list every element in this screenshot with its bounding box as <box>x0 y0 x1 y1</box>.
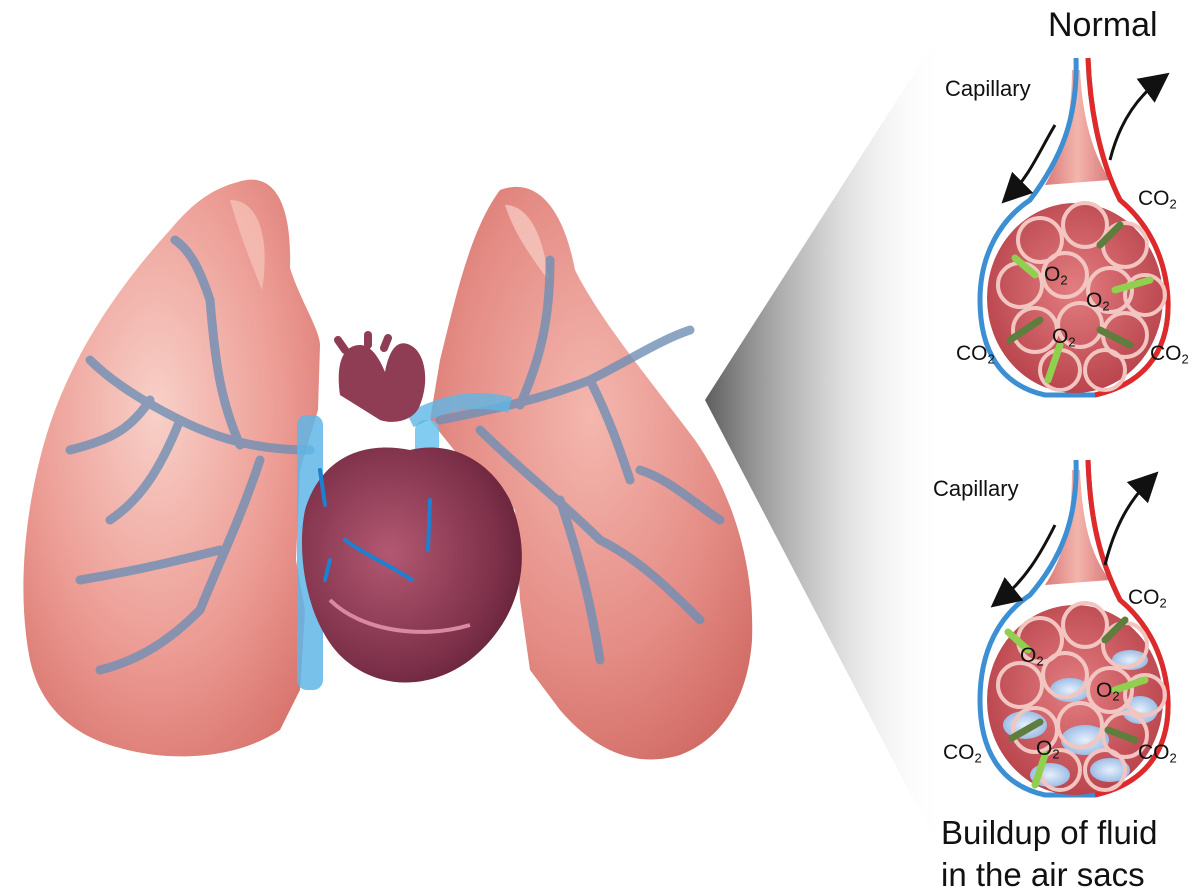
label-co2: CO2 <box>1138 188 1177 211</box>
label-co2-main: CO <box>1138 187 1170 210</box>
label-co2: CO2 <box>956 343 995 366</box>
label-co2-sub: 2 <box>988 352 995 367</box>
label-co2-main: CO <box>956 342 988 365</box>
label-o2-main: O <box>1036 737 1052 760</box>
label-co2-main: CO <box>1150 342 1182 365</box>
label-o2-main: O <box>1086 289 1102 312</box>
label-co2-sub: 2 <box>1160 596 1167 611</box>
label-co2-sub: 2 <box>1182 352 1189 367</box>
label-o2-main: O <box>1096 679 1112 702</box>
label-co2-main: CO <box>1128 586 1160 609</box>
label-o2-main: O <box>1020 644 1036 667</box>
label-co2-sub: 2 <box>975 751 982 766</box>
label-o2-sub: 2 <box>1102 299 1109 314</box>
label-o2-sub: 2 <box>1060 273 1067 288</box>
label-o2-sub: 2 <box>1068 335 1075 350</box>
label-o2-sub: 2 <box>1036 654 1043 669</box>
label-o2: O2 <box>1044 264 1068 287</box>
label-o2: O2 <box>1096 680 1120 703</box>
label-o2: O2 <box>1020 645 1044 668</box>
caption-fluid-buildup: Buildup of fluid in the air sacs <box>941 812 1157 896</box>
label-co2-sub: 2 <box>1170 197 1177 212</box>
label-co2: CO2 <box>1128 587 1167 610</box>
label-o2-sub: 2 <box>1112 689 1119 704</box>
label-o2: O2 <box>1052 326 1076 349</box>
caption-line-1: Buildup of fluid <box>941 812 1157 854</box>
label-co2: CO2 <box>943 742 982 765</box>
label-co2: CO2 <box>1138 742 1177 765</box>
label-co2-main: CO <box>943 741 975 764</box>
left-lung <box>23 180 320 757</box>
label-co2-main: CO <box>1138 741 1170 764</box>
label-capillary-bottom: Capillary <box>933 478 1019 500</box>
label-capillary-top: Capillary <box>945 78 1031 100</box>
caption-line-2: in the air sacs <box>941 854 1157 896</box>
label-co2-sub: 2 <box>1170 751 1177 766</box>
label-o2-sub: 2 <box>1052 747 1059 762</box>
label-co2: CO2 <box>1150 343 1189 366</box>
zoom-wedge <box>705 25 945 860</box>
label-o2: O2 <box>1086 290 1110 313</box>
title-normal: Normal <box>1048 8 1158 42</box>
label-o2: O2 <box>1036 738 1060 761</box>
label-o2-main: O <box>1052 325 1068 348</box>
label-o2-main: O <box>1044 263 1060 286</box>
